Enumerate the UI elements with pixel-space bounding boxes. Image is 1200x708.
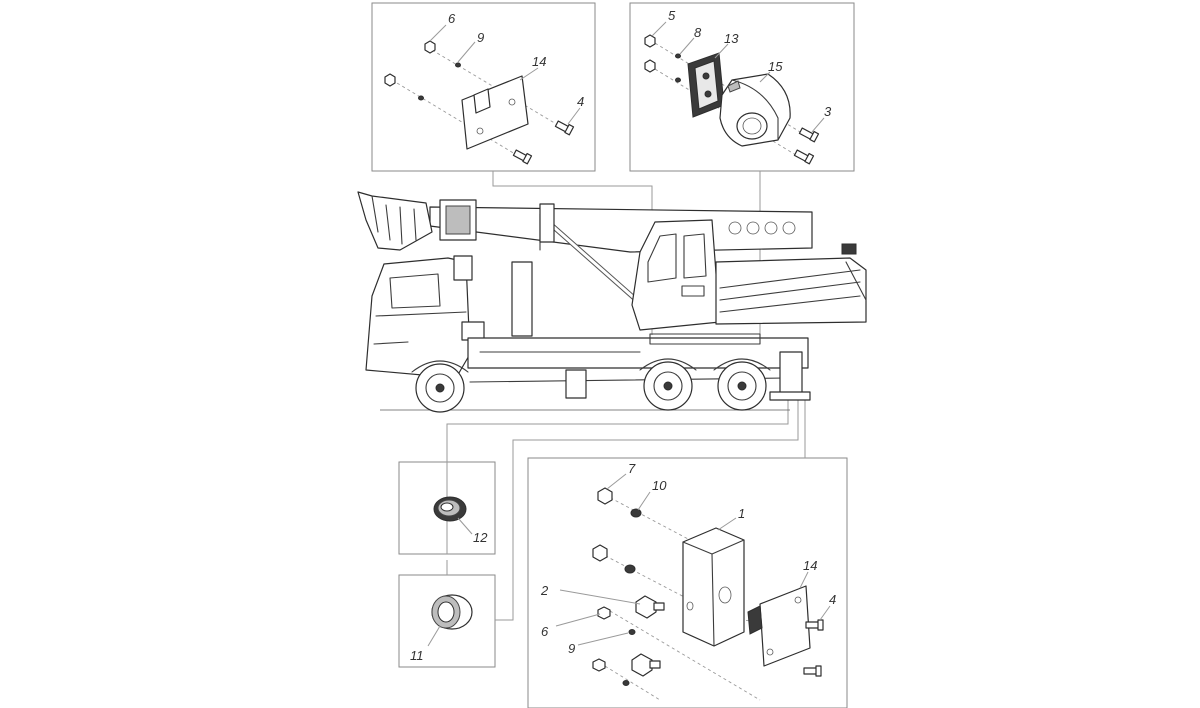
grommet-11: [431, 594, 473, 630]
part-label-15: 15: [768, 59, 783, 74]
part-label-13: 13: [724, 31, 739, 46]
gasket-13: [687, 52, 725, 118]
part-label-6-bottom: 6: [541, 624, 549, 639]
part-label-9: 9: [477, 30, 484, 45]
part-label-2: 2: [540, 583, 549, 598]
bolt-4: [554, 120, 575, 136]
callout-middle-left: 12: [433, 496, 488, 545]
nut-7-second: [592, 544, 608, 562]
bolt-2: [635, 595, 665, 619]
lamp-housing-15: [719, 73, 791, 147]
bolt-3-lower: [793, 149, 815, 165]
part-label-3: 3: [824, 104, 832, 119]
mounting-plate-14-bottom: [747, 585, 811, 667]
part-label-9-bottom: 9: [568, 641, 575, 656]
plate-bracket: [473, 88, 491, 114]
washer-10: [630, 508, 642, 518]
part-label-12: 12: [473, 530, 488, 545]
bolt-lower: [512, 149, 533, 165]
part-label-8: 8: [694, 25, 702, 40]
part-label-4-bottom: 4: [829, 592, 836, 607]
bucket: [357, 191, 433, 251]
bolt-2-lower: [631, 653, 661, 677]
part-label-7: 7: [628, 461, 636, 476]
washer-9: [455, 62, 461, 68]
nut-6-lower: [592, 658, 606, 672]
front-wheel: [415, 363, 465, 413]
nut-6-bottom: [597, 606, 611, 620]
chassis: [467, 337, 809, 369]
callout-top-left: 6 9 14 4: [384, 11, 584, 165]
part-label-6: 6: [448, 11, 456, 26]
mounting-plate-14: [461, 75, 529, 150]
washer-9-lower: [622, 680, 630, 686]
washer-lower: [418, 95, 424, 101]
washer-10-second: [624, 564, 636, 574]
callout-frame-top-right: [629, 2, 855, 172]
nut-5: [644, 34, 656, 48]
callout-frame-bottom-right: [527, 457, 848, 708]
washer-9-bottom: [628, 629, 636, 635]
crane-boom: [429, 206, 813, 253]
callout-bottom-left: 11: [410, 594, 473, 663]
callout-bottom-right: 7 10 1 14 2 4 6 9: [540, 461, 836, 701]
crane-truck-drawing: [357, 191, 867, 413]
part-label-10: 10: [652, 478, 667, 493]
grommet-12: [433, 496, 467, 522]
part-label-5: 5: [668, 8, 676, 23]
rear-wheel-1: [643, 361, 693, 411]
nut-6: [424, 40, 436, 54]
rear-wheel-2: [717, 361, 767, 411]
callout-top-right: 5 8 13 15 3: [644, 8, 832, 165]
part-label-1: 1: [738, 506, 745, 521]
part-label-11: 11: [410, 648, 424, 663]
part-label-14-bottom: 14: [803, 558, 817, 573]
bolt-3: [798, 127, 820, 143]
bolt-4-lower: [803, 665, 822, 677]
nut-7: [597, 487, 613, 505]
callout-frame-top-left: [371, 2, 596, 172]
bolt-4-bottom: [805, 619, 824, 631]
part-label-4: 4: [577, 94, 584, 109]
nut-5-lower: [644, 59, 656, 73]
washer-8-lower: [675, 77, 681, 83]
housing-1: [682, 527, 745, 647]
nut-lower: [384, 73, 396, 87]
washer-8: [675, 53, 681, 59]
part-label-14: 14: [532, 54, 546, 69]
